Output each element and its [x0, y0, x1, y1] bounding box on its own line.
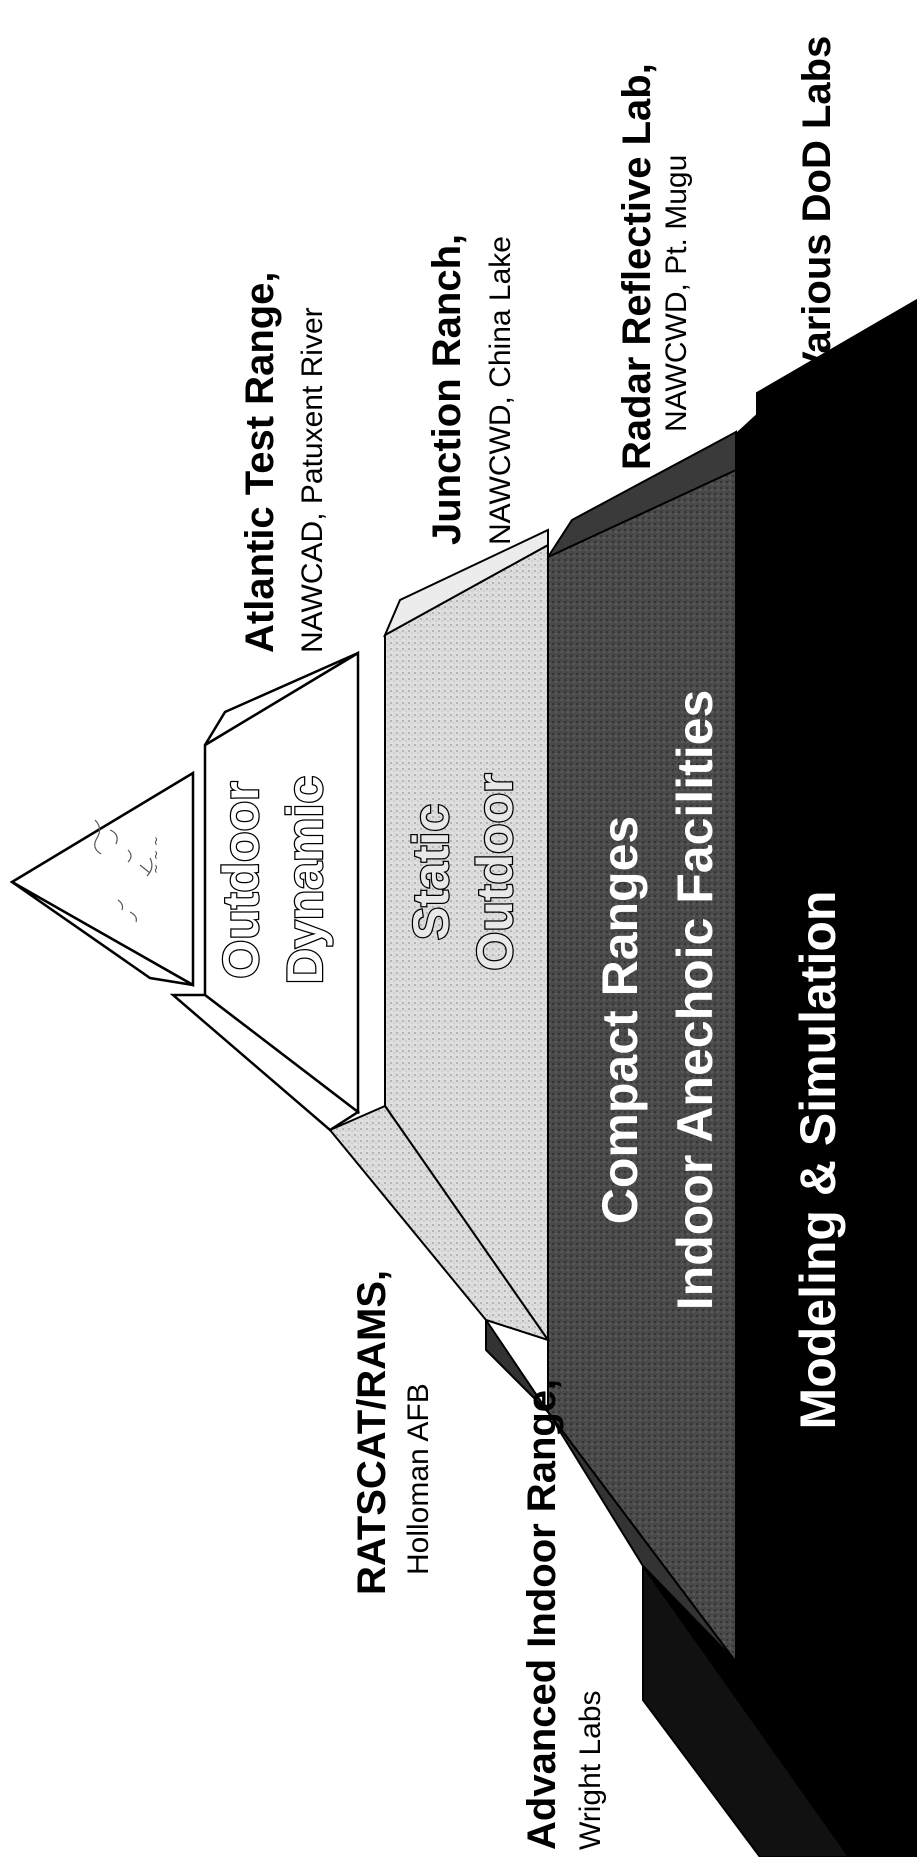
radar-name: Radar Reflective Lab, — [615, 63, 659, 470]
tier-apex-side — [11, 880, 194, 987]
tier-compact-ranges: Compact Ranges Indoor Anechoic Facilitie… — [485, 430, 737, 1665]
radar-location: NAWCWD, Pt. Mugu — [660, 155, 693, 432]
tier-modeling-label: Modeling & Simulation — [790, 891, 846, 1430]
dod-name: Various DoD Labs — [795, 36, 839, 378]
tier-compact-label-line1: Compact Ranges — [592, 816, 648, 1224]
apex-sketch-text: ~ ~ ~ — [149, 836, 163, 874]
advanced-location: Wright Labs — [574, 1690, 607, 1850]
label-advanced-indoor-range: Advanced Indoor Range, Wright Labs — [520, 1379, 607, 1850]
ratscat-name: RATSCAT/RAMS, — [350, 1270, 394, 1595]
atlantic-name: Atlantic Test Range, — [238, 271, 282, 653]
tier-static-top — [382, 528, 549, 638]
tier-static-outdoor: Static Outdoor — [328, 528, 551, 1344]
tier-modeling-side — [642, 1562, 851, 1857]
tier-outdoor-side — [169, 993, 361, 1132]
label-atlantic-test-range: Atlantic Test Range, NAWCAD, Patuxent Ri… — [238, 271, 329, 653]
label-junction-ranch: Junction Ranch, NAWCWD, China Lake — [425, 234, 517, 545]
tier-static-label-line1: Static — [403, 804, 459, 940]
label-ratscat-rams: RATSCAT/RAMS, Holloman AFB — [350, 1270, 435, 1595]
apex-sketch-icon — [94, 819, 153, 923]
tier-static-side — [328, 1104, 551, 1342]
atlantic-location: NAWCAD, Patuxent River — [296, 307, 329, 653]
ratscat-location: Holloman AFB — [402, 1383, 435, 1575]
tier-compact-top — [545, 430, 737, 560]
tier-compact-side — [485, 1316, 737, 1663]
tier-compact-label-line2: Indoor Anechoic Facilities — [667, 690, 723, 1310]
tier-outdoor-top — [203, 651, 359, 747]
tier-outdoor-dynamic: Outdoor Dynamic — [169, 650, 361, 1132]
tier-apex: ~ ~ ~ — [9, 770, 195, 988]
label-radar-reflective-lab: Radar Reflective Lab, NAWCWD, Pt. Mugu — [615, 63, 693, 470]
advanced-name: Advanced Indoor Range, — [520, 1379, 564, 1850]
label-various-dod-labs: Various DoD Labs — [795, 36, 839, 378]
junction-name: Junction Ranch, — [425, 234, 469, 545]
tier-static-label-line2: Outdoor — [467, 773, 523, 970]
tier-outdoor-label-line1: Outdoor — [213, 781, 269, 978]
tier-apex-face — [9, 770, 195, 988]
tier-outdoor-label-line2: Dynamic — [277, 776, 333, 984]
junction-location: NAWCWD, China Lake — [484, 236, 517, 545]
